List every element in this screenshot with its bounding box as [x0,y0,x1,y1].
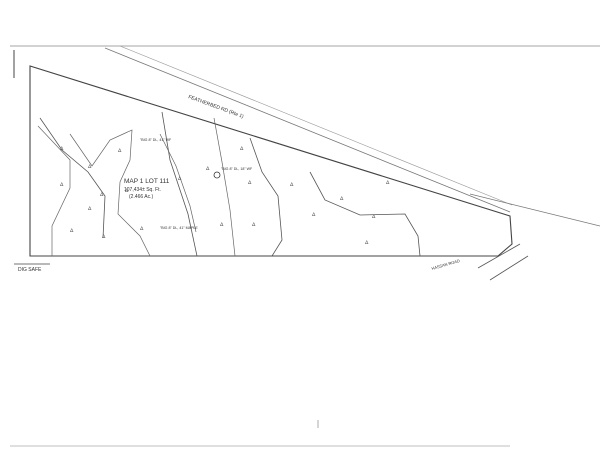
woods-outline [159,133,197,233]
road-edge-line [119,45,513,206]
svg-text:ᐃ: ᐃ [386,180,390,186]
svg-text:ᐃ: ᐃ [88,164,92,170]
road-label: FEATHERBED RD (Rte 1) [187,94,244,120]
svg-text:ᐃ: ᐃ [88,206,92,212]
parcel-acreage: (2.466 Ac.) [129,194,154,200]
road-label-bottom: HASSAN ROAD [431,258,460,271]
svg-text:ᐃ: ᐃ [372,214,376,220]
svg-text:ᐃ: ᐃ [102,234,106,240]
svg-text:ᐃ: ᐃ [125,188,129,194]
svg-text:ᐃ: ᐃ [60,146,64,152]
parcel-boundary [29,65,513,257]
svg-text:ᐃ: ᐃ [206,166,210,172]
tree-marks: ᐃ ᐃ ᐃ ᐃ ᐃ ᐃ ᐃ ᐃ ᐃ ᐃ ᐃ ᐃ ᐃ ᐃ ᐃ ᐃ ᐃ ᐃ ᐃ ᐃ … [60,146,390,246]
woods-outline [69,129,151,257]
tree-callout: "BIG 8" DL, 41" WF [140,138,172,142]
svg-text:ᐃ: ᐃ [140,226,144,232]
svg-text:ᐃ: ᐃ [60,182,64,188]
lot-line-woods [249,137,283,257]
dig-safe-block: DIG SAFE [14,263,50,273]
svg-text:ᐃ: ᐃ [290,182,294,188]
svg-text:ᐃ: ᐃ [248,180,252,186]
tree-callout: "BIG 8" DL, 18" WF [221,167,253,171]
dig-safe-label: DIG SAFE [18,267,42,273]
svg-text:ᐃ: ᐃ [118,148,122,154]
svg-text:ᐃ: ᐃ [312,212,316,218]
svg-text:ᐃ: ᐃ [100,192,104,198]
right-boundary-line [469,193,600,227]
lot-line-left [39,117,106,239]
road-edge-line [489,255,529,281]
road-edge-line [477,243,521,269]
lot-line-right [309,171,421,257]
woods-outline [37,125,71,256]
tree-callout: "BIG 8" DL, 41" MAPLE [160,226,198,230]
svg-text:ᐃ: ᐃ [252,222,256,228]
svg-text:ᐃ: ᐃ [365,240,369,246]
svg-text:ᐃ: ᐃ [178,176,182,182]
svg-text:ᐃ: ᐃ [340,196,344,202]
parcel-title: MAP 1 LOT 111 [124,178,170,185]
woods-outline [213,117,236,257]
svg-text:ᐃ: ᐃ [220,222,224,228]
survey-marker [213,171,221,179]
svg-text:ᐃ: ᐃ [70,228,74,234]
parcel-area: 107,434± Sq. Ft. [124,187,161,193]
road-edge-line [104,47,511,213]
svg-text:ᐃ: ᐃ [240,146,244,152]
lot-line-mid [161,111,198,257]
